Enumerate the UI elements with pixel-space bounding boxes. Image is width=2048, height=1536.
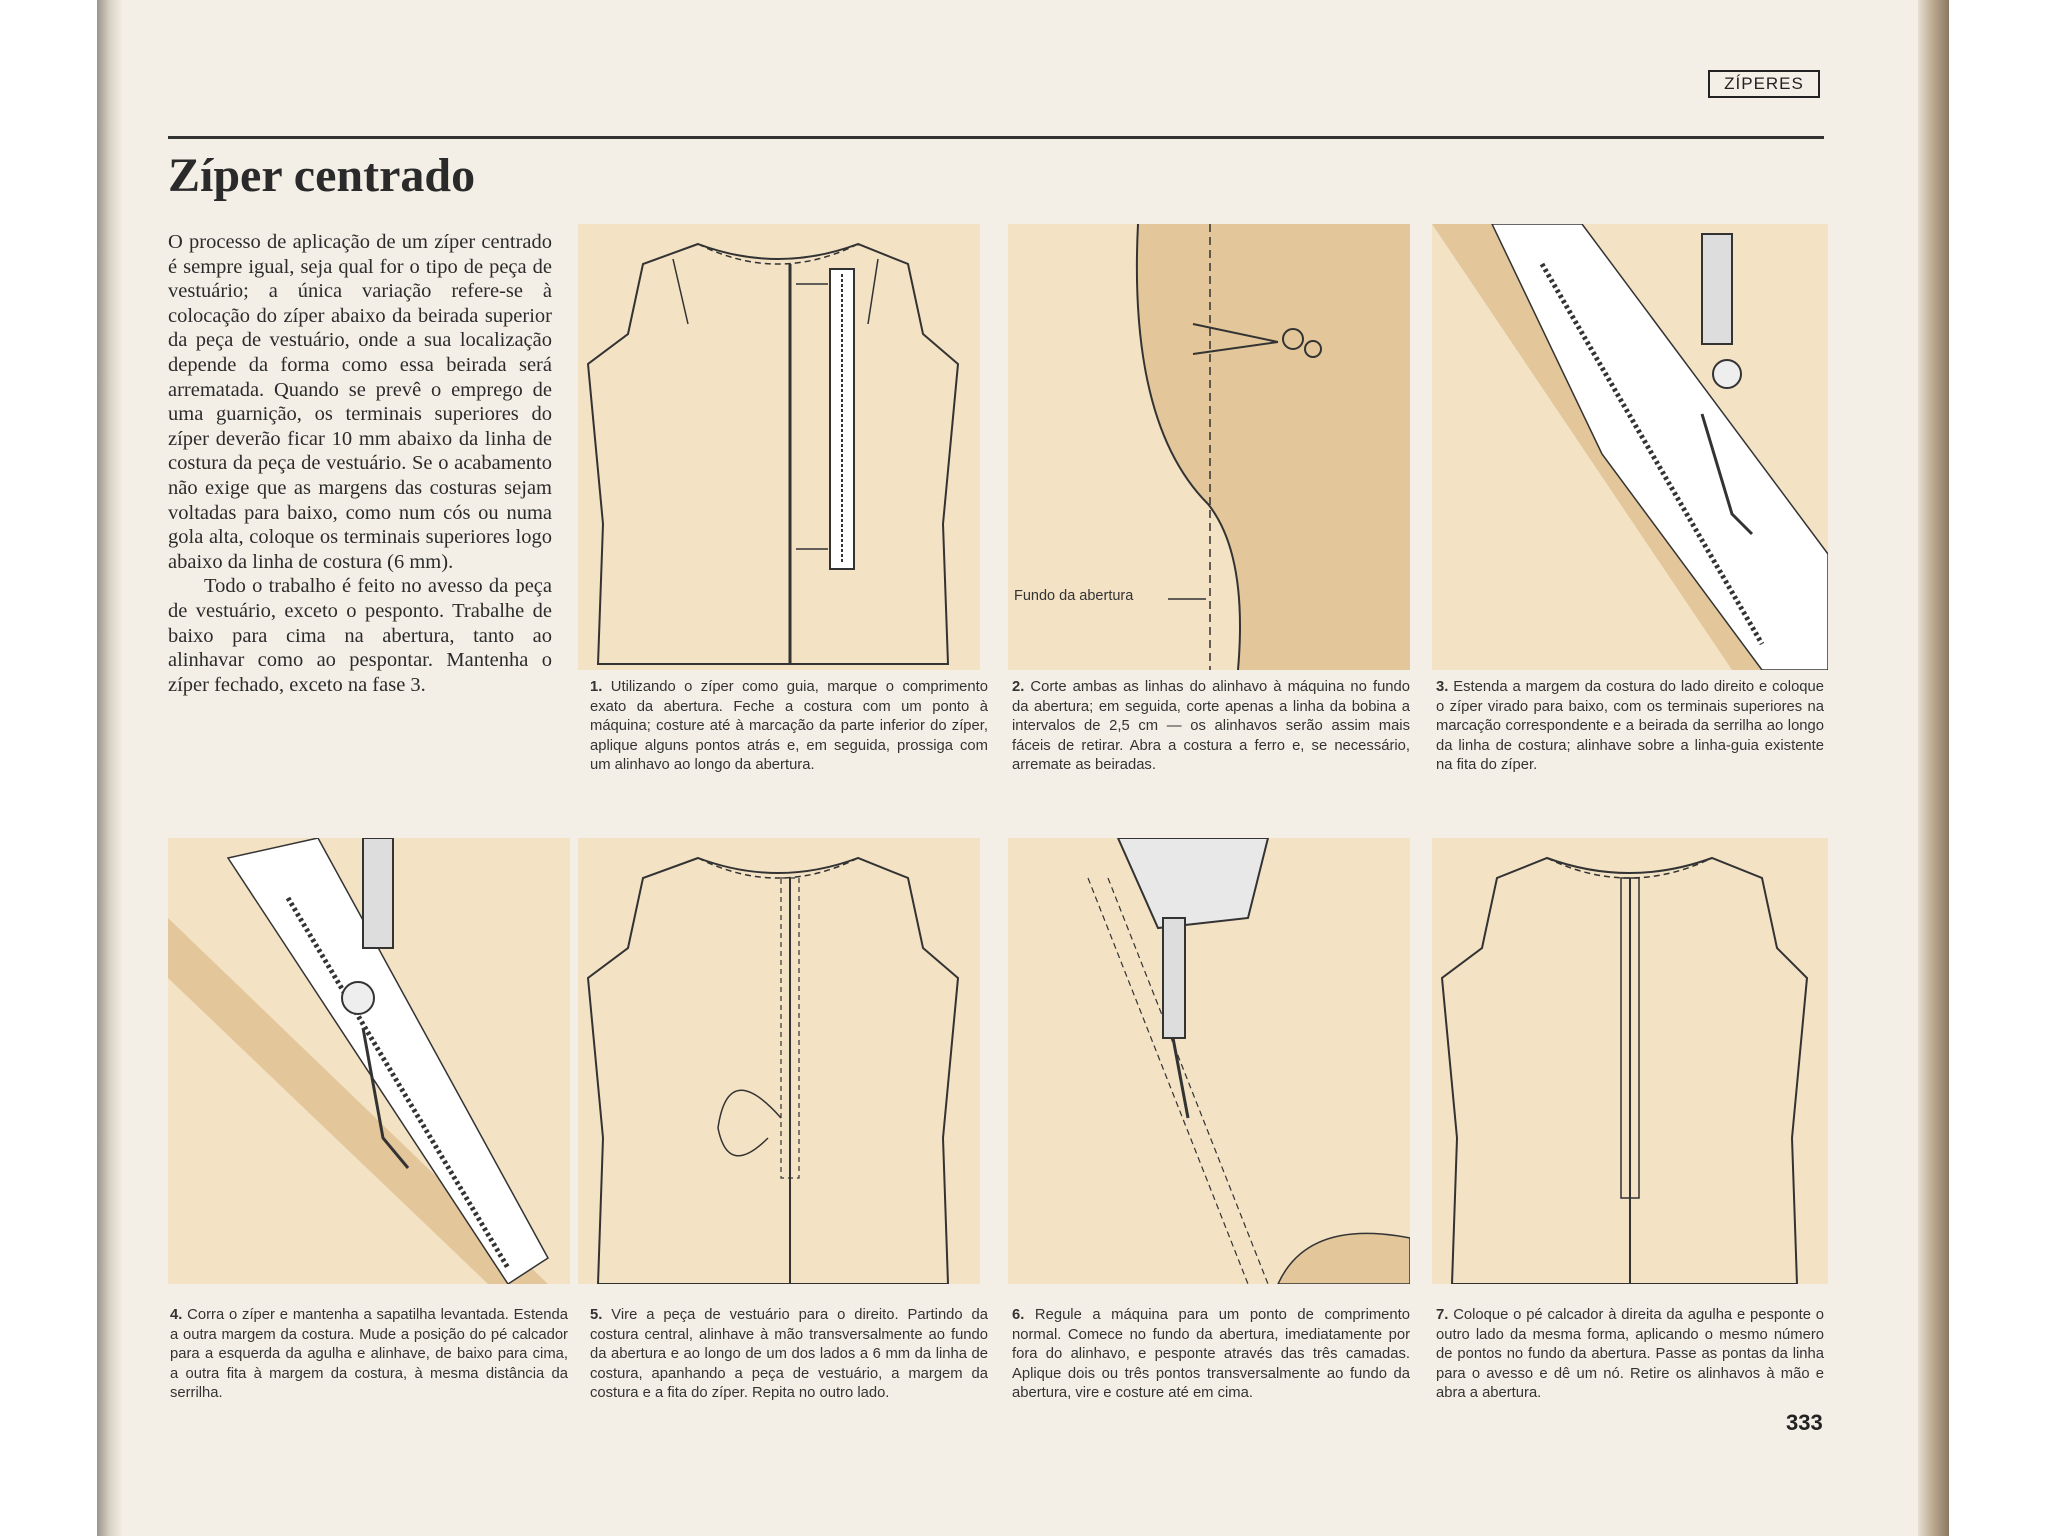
page-edge bbox=[1918, 0, 1949, 1536]
page-title: Zíper centrado bbox=[168, 148, 475, 203]
header-rule bbox=[168, 136, 1824, 139]
label-fundo-abertura: Fundo da abertura bbox=[1014, 588, 1133, 604]
page-gutter-shadow bbox=[97, 0, 123, 1536]
step-number: 4. bbox=[170, 1307, 182, 1323]
section-tag: ZÍPERES bbox=[1708, 70, 1820, 98]
illustration-step-5 bbox=[578, 838, 980, 1284]
caption-step-1: 1. Utilizando o zíper como guia, marque … bbox=[590, 678, 988, 776]
step-number: 1. bbox=[590, 679, 602, 695]
step-number: 2. bbox=[1012, 679, 1024, 695]
caption-step-3: 3. Estenda a margem da costura do lado d… bbox=[1436, 678, 1824, 776]
step-text: Corra o zíper e mantenha a sapatilha lev… bbox=[170, 1307, 568, 1401]
illustration-step-1 bbox=[578, 224, 980, 670]
step-number: 3. bbox=[1436, 679, 1448, 695]
step-number: 6. bbox=[1012, 1307, 1024, 1323]
page-number: 333 bbox=[1786, 1410, 1823, 1436]
intro-paragraph-1: O processo de aplicação de um zíper cent… bbox=[168, 230, 552, 574]
step-text: Coloque o pé calcador à direita da agulh… bbox=[1436, 1307, 1824, 1401]
illustration-step-7 bbox=[1432, 838, 1828, 1284]
illustration-step-6 bbox=[1008, 838, 1410, 1284]
step-number: 7. bbox=[1436, 1307, 1448, 1323]
caption-step-5: 5. Vire a peça de vestuário para o direi… bbox=[590, 1306, 988, 1404]
caption-step-7: 7. Coloque o pé calcador à direita da ag… bbox=[1436, 1306, 1824, 1404]
caption-step-4: 4. Corra o zíper e mantenha a sapatilha … bbox=[170, 1306, 568, 1404]
step-text: Utilizando o zíper como guia, marque o c… bbox=[590, 679, 988, 773]
illustration-step-3 bbox=[1432, 224, 1828, 670]
step-text: Vire a peça de vestuário para o direito.… bbox=[590, 1307, 988, 1401]
illustration-step-4 bbox=[168, 838, 570, 1284]
intro-paragraph-2: Todo o trabalho é feito no avesso da peç… bbox=[168, 574, 552, 697]
step-number: 5. bbox=[590, 1307, 602, 1323]
caption-step-6: 6. Regule a máquina para um ponto de com… bbox=[1012, 1306, 1410, 1404]
step-text: Estenda a margem da costura do lado dire… bbox=[1436, 679, 1824, 773]
step-text: Regule a máquina para um ponto de compri… bbox=[1012, 1307, 1410, 1401]
intro-text: O processo de aplicação de um zíper cent… bbox=[168, 230, 552, 697]
caption-step-2: 2. Corte ambas as linhas do alinhavo à m… bbox=[1012, 678, 1410, 776]
step-text: Corte ambas as linhas do alinhavo à máqu… bbox=[1012, 679, 1410, 773]
